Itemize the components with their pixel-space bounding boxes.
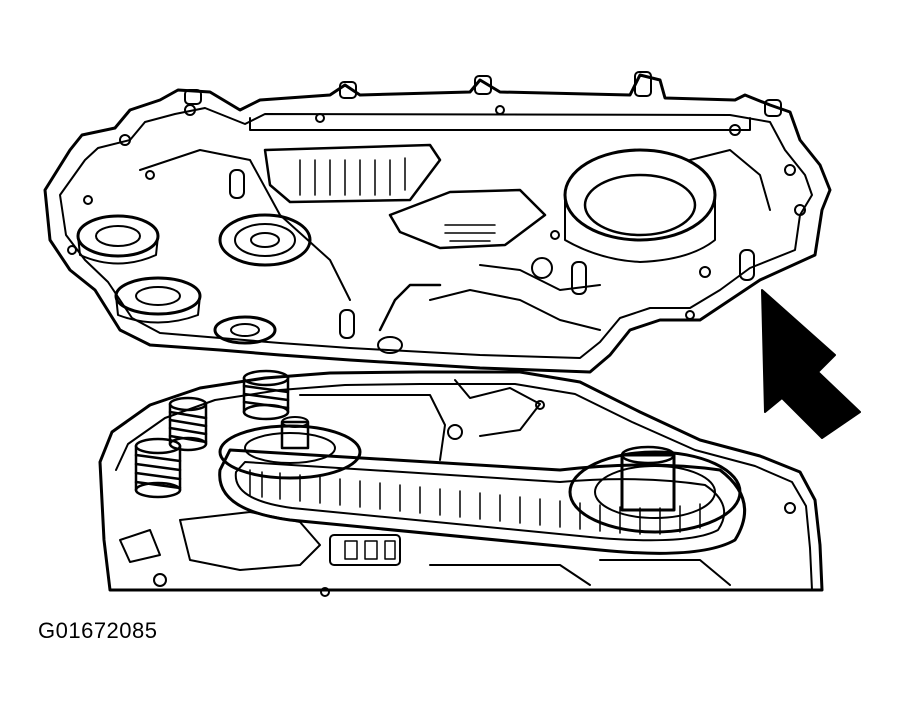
lower-case-half	[98, 370, 824, 597]
transfer-case-diagram	[43, 71, 861, 597]
front-sprocket	[218, 416, 362, 480]
arrow-icon	[761, 289, 861, 439]
rear-sprocket	[568, 445, 742, 534]
figure-code: G01672085	[38, 618, 158, 643]
springs	[134, 369, 290, 499]
upper-case-cover	[43, 71, 832, 374]
